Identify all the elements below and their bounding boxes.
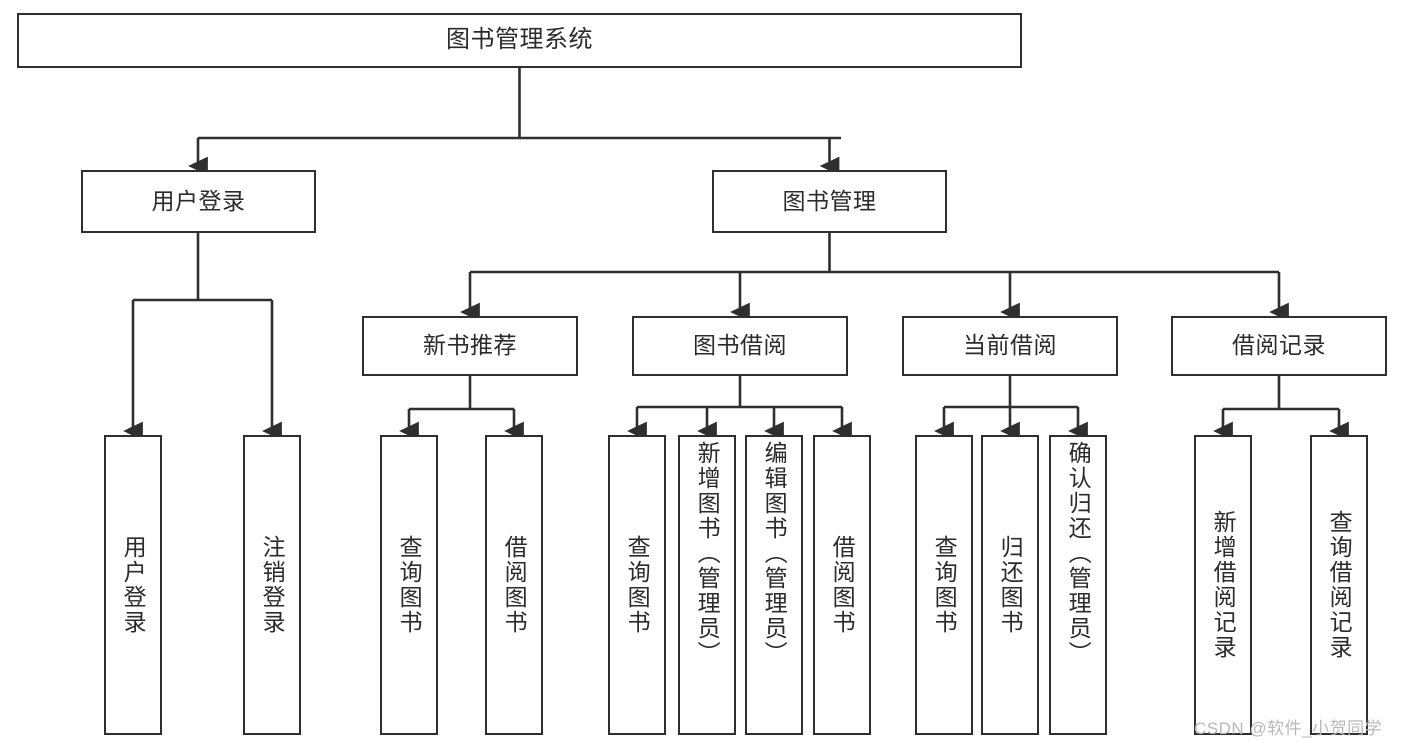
leaf-user-login-signout[interactable]: 注销登录 (243, 435, 301, 735)
leaf-current-return-book[interactable]: 归还图书 (981, 435, 1039, 735)
leaf-borrow-query-book[interactable]: 查询图书 (608, 435, 666, 735)
leaf-newbook-query-book[interactable]: 查询图书 (380, 435, 438, 735)
node-label: 借阅记录 (1232, 332, 1326, 359)
node-label: 用户登录 (120, 535, 147, 635)
node-label: 当前借阅 (963, 332, 1057, 359)
node-label: 图书管理 (782, 187, 877, 214)
node-root-system[interactable]: 图书管理系统 (17, 13, 1022, 68)
node-label: 查询借阅记录 (1326, 510, 1353, 660)
node-label: 编辑图书（管理员） (761, 441, 788, 666)
leaf-current-confirm-return-admin[interactable]: 确认归还（管理员） (1049, 435, 1107, 735)
leaf-borrow-edit-book-admin[interactable]: 编辑图书（管理员） (745, 435, 803, 735)
node-book-management[interactable]: 图书管理 (712, 170, 947, 233)
node-label: 图书管理系统 (446, 26, 593, 54)
node-label: 新增借阅记录 (1210, 510, 1237, 660)
node-borrow-record[interactable]: 借阅记录 (1171, 316, 1387, 376)
node-label: 图书借阅 (693, 332, 787, 359)
node-label: 归还图书 (997, 535, 1024, 635)
node-label: 注销登录 (259, 535, 286, 635)
node-user-login[interactable]: 用户登录 (81, 170, 316, 233)
leaf-record-add-record[interactable]: 新增借阅记录 (1194, 435, 1252, 735)
node-label: 用户登录 (151, 187, 246, 214)
node-label: 新书推荐 (423, 332, 517, 359)
node-label: 确认归还（管理员） (1065, 441, 1092, 666)
node-label: 查询图书 (931, 535, 958, 635)
leaf-newbook-borrow-book[interactable]: 借阅图书 (485, 435, 543, 735)
node-new-book-recommend[interactable]: 新书推荐 (362, 316, 578, 376)
leaf-user-login-signin[interactable]: 用户登录 (104, 435, 162, 735)
leaf-current-query-book[interactable]: 查询图书 (915, 435, 973, 735)
node-book-borrow[interactable]: 图书借阅 (632, 316, 848, 376)
leaf-record-query-record[interactable]: 查询借阅记录 (1310, 435, 1368, 735)
node-label: 查询图书 (396, 535, 423, 635)
node-label: 借阅图书 (501, 535, 528, 635)
leaf-borrow-borrow-book[interactable]: 借阅图书 (813, 435, 871, 735)
leaf-borrow-add-book-admin[interactable]: 新增图书（管理员） (678, 435, 736, 735)
node-current-borrow[interactable]: 当前借阅 (902, 316, 1118, 376)
node-label: 查询图书 (624, 535, 651, 635)
node-label: 新增图书（管理员） (694, 441, 721, 666)
node-label: 借阅图书 (829, 535, 856, 635)
